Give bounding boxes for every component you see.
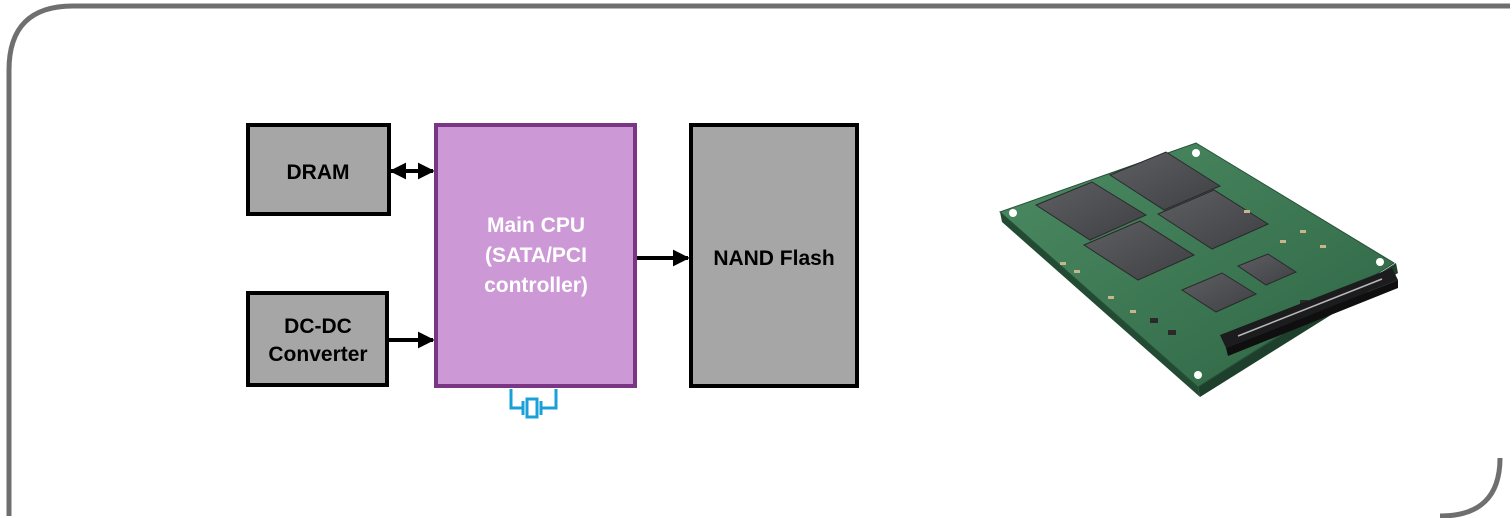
cpu-label-line3: controller) — [484, 274, 588, 297]
cpu-label-line2: (SATA/PCI — [485, 244, 587, 267]
slide-frame — [6, 3, 1510, 518]
ssd-board-photo — [999, 142, 1398, 397]
crystal-oscillator-icon — [509, 389, 558, 419]
nand-label: NAND Flash — [713, 247, 834, 270]
main-cpu-block: Main CPU (SATA/PCI controller) — [434, 123, 637, 388]
memory-chips — [1034, 151, 1298, 313]
sata-connector — [1220, 268, 1398, 356]
cpu-label-line1: Main CPU — [487, 214, 585, 237]
dcdc-label-line2: Converter — [268, 343, 367, 366]
dram-block: DRAM — [246, 123, 391, 216]
dcdc-converter-block: DC-DC Converter — [246, 291, 389, 387]
nand-flash-block: NAND Flash — [689, 123, 859, 388]
dram-label: DRAM — [287, 161, 350, 184]
dcdc-label-line1: DC-DC — [284, 315, 352, 338]
